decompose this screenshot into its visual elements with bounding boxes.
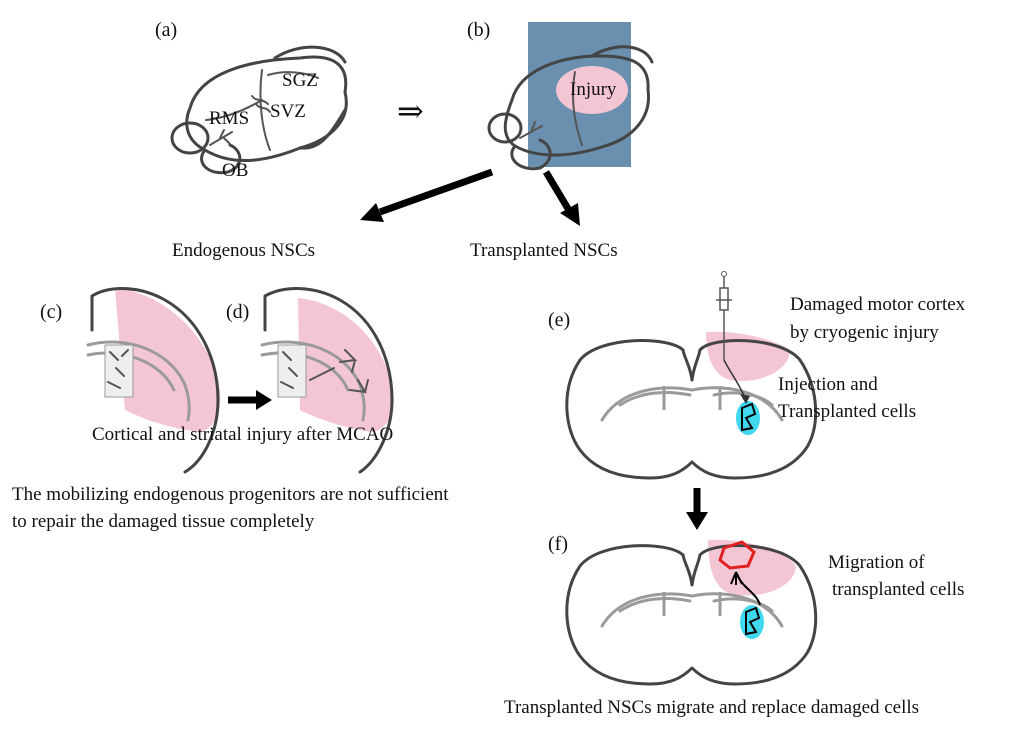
cd-caption: Cortical and striatal injury after MCAO	[92, 424, 393, 445]
transplanted-nscs-label: Transplanted NSCs	[470, 240, 618, 261]
transition-arrow-icon: ⇒	[397, 93, 424, 129]
e-to-f-arrowhead	[686, 512, 708, 530]
panel-c-label: (c)	[40, 301, 62, 323]
panel-f-label: (f)	[548, 533, 568, 555]
panel-e-injection-line2: Transplanted cells	[778, 401, 916, 422]
region-ob-label: OB	[222, 160, 248, 181]
endogenous-note-line2: to repair the damaged tissue completely	[12, 511, 315, 532]
panel-b-label: (b)	[467, 19, 490, 41]
panel-f-migration-line2: transplanted cells	[832, 579, 964, 600]
panel-e-damage-line2: by cryogenic injury	[790, 322, 939, 343]
panel-f-migration-target	[718, 540, 756, 570]
panel-e-damage-line1: Damaged motor cortex	[790, 294, 966, 315]
endogenous-nscs-label: Endogenous NSCs	[172, 240, 315, 261]
region-rms-label: RMS	[209, 108, 249, 129]
panel-d-label: (d)	[226, 301, 249, 323]
panel-c-hemisphere	[86, 287, 221, 474]
endogenous-note-line1: The mobilizing endogenous progenitors ar…	[12, 484, 449, 505]
panel-f-migration-line1: Migration of	[828, 552, 925, 573]
panel-e-section	[565, 331, 818, 480]
branch-arrows	[360, 168, 580, 226]
panel-a-brain	[170, 45, 348, 175]
panel-a-label: (a)	[155, 19, 177, 41]
panel-e-label: (e)	[548, 309, 570, 331]
panel-d-hemisphere	[260, 287, 394, 474]
region-svz-label: SVZ	[270, 101, 306, 122]
region-sgz-label: SGZ	[282, 70, 318, 91]
panel-e-injection-line1: Injection and	[778, 374, 878, 395]
c-to-d-arrowhead	[256, 390, 272, 410]
panel-b-injury-label: Injury	[570, 79, 617, 100]
bottom-caption: Transplanted NSCs migrate and replace da…	[504, 697, 919, 718]
panel-b-brain	[487, 45, 654, 171]
panel-f-section	[565, 539, 818, 686]
syringe-icon	[716, 271, 750, 404]
